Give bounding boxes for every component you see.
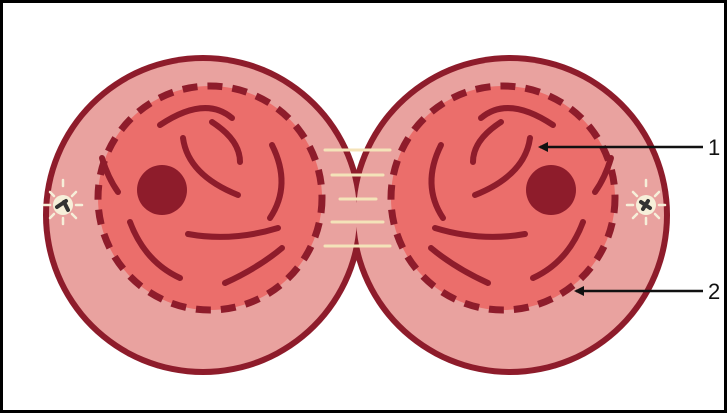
callout-label-2: 2	[708, 279, 720, 304]
nuclear-envelope-left	[98, 86, 322, 310]
nucleolus-right	[526, 165, 576, 215]
nuclear-envelope-right	[391, 86, 615, 310]
nucleus-right	[391, 86, 615, 310]
callout-label-1: 1	[708, 135, 720, 160]
centriole	[641, 201, 650, 209]
nucleus-left	[98, 86, 322, 310]
nucleolus-left	[137, 165, 187, 215]
